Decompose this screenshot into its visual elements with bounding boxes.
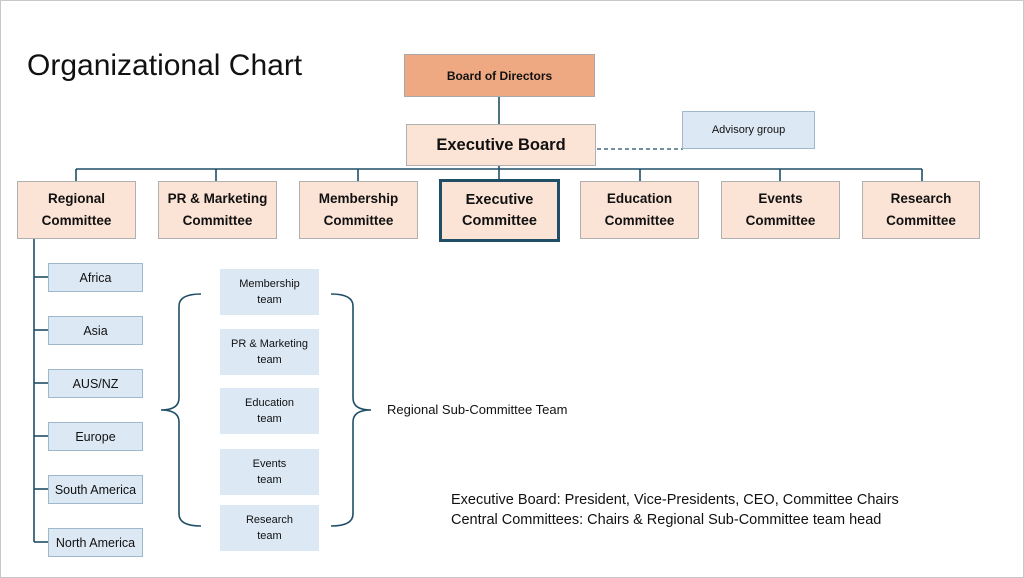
events-committee-box: Events Committee	[721, 181, 840, 239]
executive-board-label: Executive Board	[436, 135, 566, 154]
team-pr-marketing-label: PR & Marketing team	[230, 338, 309, 366]
note-central-committees: Central Committees: Chairs & Regional Su…	[451, 512, 882, 528]
region-europe-label: Europe	[75, 429, 116, 444]
team-research-label: Research team	[245, 514, 294, 542]
research-committee-box: Research Committee	[862, 181, 980, 239]
advisory-group-box: Advisory group	[682, 111, 815, 149]
board-of-directors-box: Board of Directors	[404, 54, 595, 97]
region-north-america-box: North America	[48, 528, 143, 557]
team-pr-marketing-box: PR & Marketing team	[220, 329, 319, 375]
pr-marketing-committee-label: PR & Marketing Committee	[167, 191, 268, 228]
board-of-directors-label: Board of Directors	[446, 68, 553, 83]
region-africa-label: Africa	[79, 270, 112, 285]
team-education-box: Education team	[220, 388, 319, 434]
region-europe-box: Europe	[48, 422, 143, 451]
membership-committee-box: Membership Committee	[299, 181, 418, 239]
education-committee-label: Education Committee	[604, 191, 675, 228]
advisory-group-label: Advisory group	[711, 124, 786, 136]
executive-board-box: Executive Board	[406, 124, 596, 166]
note-executive-board: Executive Board: President, Vice-Preside…	[451, 492, 899, 508]
events-committee-label: Events Committee	[745, 191, 816, 228]
research-committee-label: Research Committee	[886, 191, 956, 228]
education-committee-box: Education Committee	[580, 181, 699, 239]
teams-group-label: Regional Sub-Committee Team	[387, 402, 568, 417]
executive-committee-label: Executive Committee	[462, 191, 537, 229]
region-asia-box: Asia	[48, 316, 143, 345]
membership-committee-label: Membership Committee	[318, 191, 399, 228]
team-membership-label: Membership team	[239, 278, 300, 306]
page-title: Organizational Chart	[27, 49, 303, 82]
team-education-label: Education team	[245, 397, 294, 425]
team-research-box: Research team	[220, 505, 319, 551]
team-events-label: Events team	[252, 458, 287, 486]
region-africa-box: Africa	[48, 263, 143, 292]
region-south-america-box: South America	[48, 475, 143, 504]
regional-committee-box: Regional Committee	[17, 181, 136, 239]
regional-committee-label: Regional Committee	[41, 191, 112, 228]
region-aus-nz-box: AUS/NZ	[48, 369, 143, 398]
region-aus-nz-label: AUS/NZ	[72, 376, 119, 391]
region-north-america-label: North America	[55, 535, 136, 550]
team-events-box: Events team	[220, 449, 319, 495]
pr-marketing-committee-box: PR & Marketing Committee	[158, 181, 277, 239]
executive-committee-box: Executive Committee	[439, 179, 560, 242]
region-south-america-label: South America	[54, 482, 137, 497]
region-asia-label: Asia	[83, 323, 108, 338]
team-membership-box: Membership team	[220, 269, 319, 315]
